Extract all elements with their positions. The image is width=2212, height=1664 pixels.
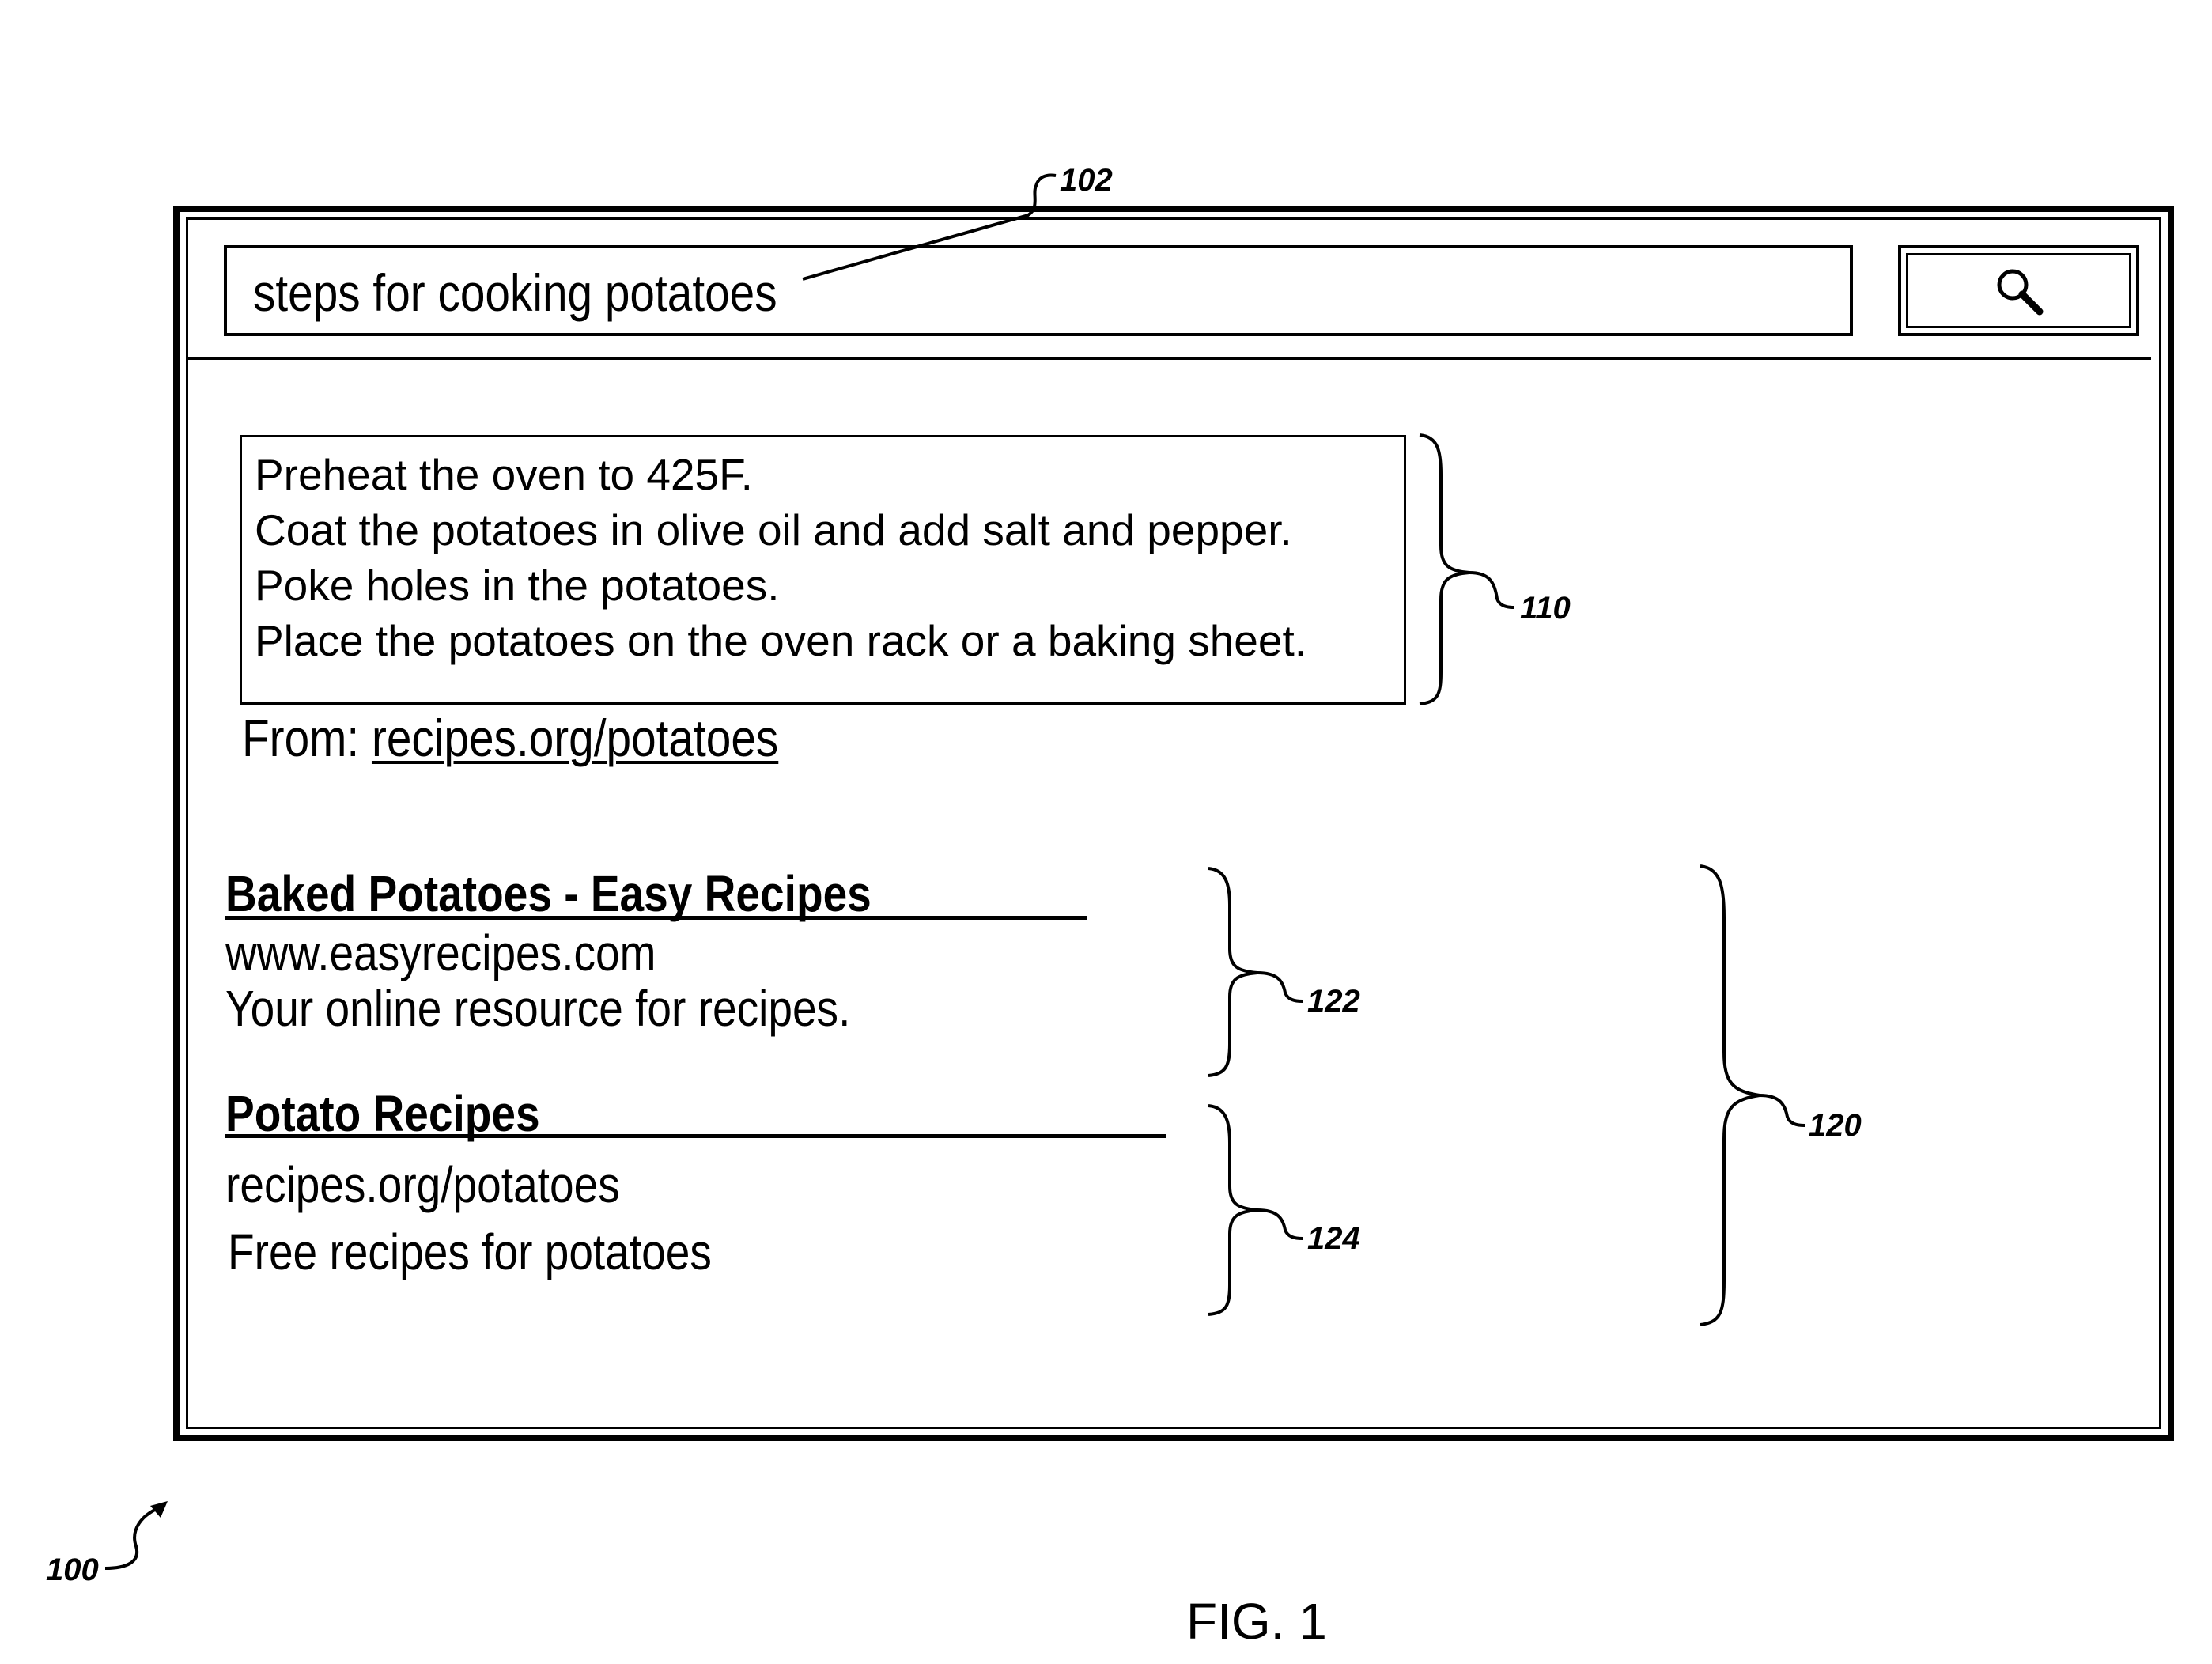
ref-100-leader bbox=[104, 1505, 163, 1570]
brace-120 bbox=[1700, 864, 1760, 1326]
answer-line: Place the potatoes on the oven rack or a… bbox=[255, 616, 1307, 665]
brace-110 bbox=[1419, 433, 1470, 705]
answer-source: From: recipes.org/potatoes bbox=[242, 706, 778, 770]
answer-source-link[interactable]: recipes.org/potatoes bbox=[371, 709, 779, 767]
result-title-underline bbox=[225, 1134, 1166, 1138]
ref-100-label: 100 bbox=[46, 1552, 99, 1587]
ref-124-label: 124 bbox=[1307, 1221, 1360, 1256]
answer-source-prefix: From: bbox=[242, 709, 372, 767]
answer-box bbox=[240, 435, 1406, 705]
browser-window-frame bbox=[173, 206, 2174, 1441]
brace-122 bbox=[1208, 867, 1258, 1077]
search-input[interactable] bbox=[224, 245, 1853, 336]
result-snippet: Free recipes for potatoes bbox=[228, 1223, 712, 1280]
ref-122-label: 122 bbox=[1307, 984, 1360, 1019]
search-icon bbox=[1997, 269, 2044, 316]
figure-label: FIG. 1 bbox=[1186, 1593, 1327, 1650]
answer-line: Coat the potatoes in olive oil and add s… bbox=[255, 505, 1292, 554]
search-button-inner bbox=[1906, 253, 2131, 328]
ref-110-label: 110 bbox=[1520, 591, 1571, 626]
browser-window-inner-frame bbox=[186, 217, 2161, 1429]
search-button[interactable] bbox=[1898, 245, 2139, 336]
search-query-text: steps for cooking potatoes bbox=[253, 263, 777, 322]
result-title-link[interactable]: Baked Potatoes - Easy Recipes bbox=[225, 865, 872, 922]
ref-120-leader bbox=[1759, 1094, 1806, 1127]
ref-100-arrowhead bbox=[150, 1501, 168, 1518]
ref-124-leader bbox=[1257, 1208, 1303, 1240]
result-url[interactable]: www.easyrecipes.com bbox=[225, 925, 656, 981]
ref-122-leader bbox=[1257, 971, 1303, 1003]
ref-120-label: 120 bbox=[1809, 1108, 1862, 1143]
answer-line: Poke holes in the potatoes. bbox=[255, 561, 780, 610]
search-bar-region bbox=[186, 217, 2151, 360]
ref-110-leader bbox=[1469, 571, 1515, 609]
result-snippet: Your online resource for recipes. bbox=[225, 980, 851, 1037]
answer-line: Preheat the oven to 425F. bbox=[255, 450, 753, 499]
result-title-underline bbox=[225, 916, 1087, 920]
result-title-link[interactable]: Potato Recipes bbox=[225, 1085, 540, 1142]
brace-124 bbox=[1208, 1104, 1258, 1316]
ref-102-label: 102 bbox=[1060, 163, 1113, 198]
ref-102-leader bbox=[802, 173, 1057, 281]
result-url[interactable]: recipes.org/potatoes bbox=[225, 1156, 620, 1213]
